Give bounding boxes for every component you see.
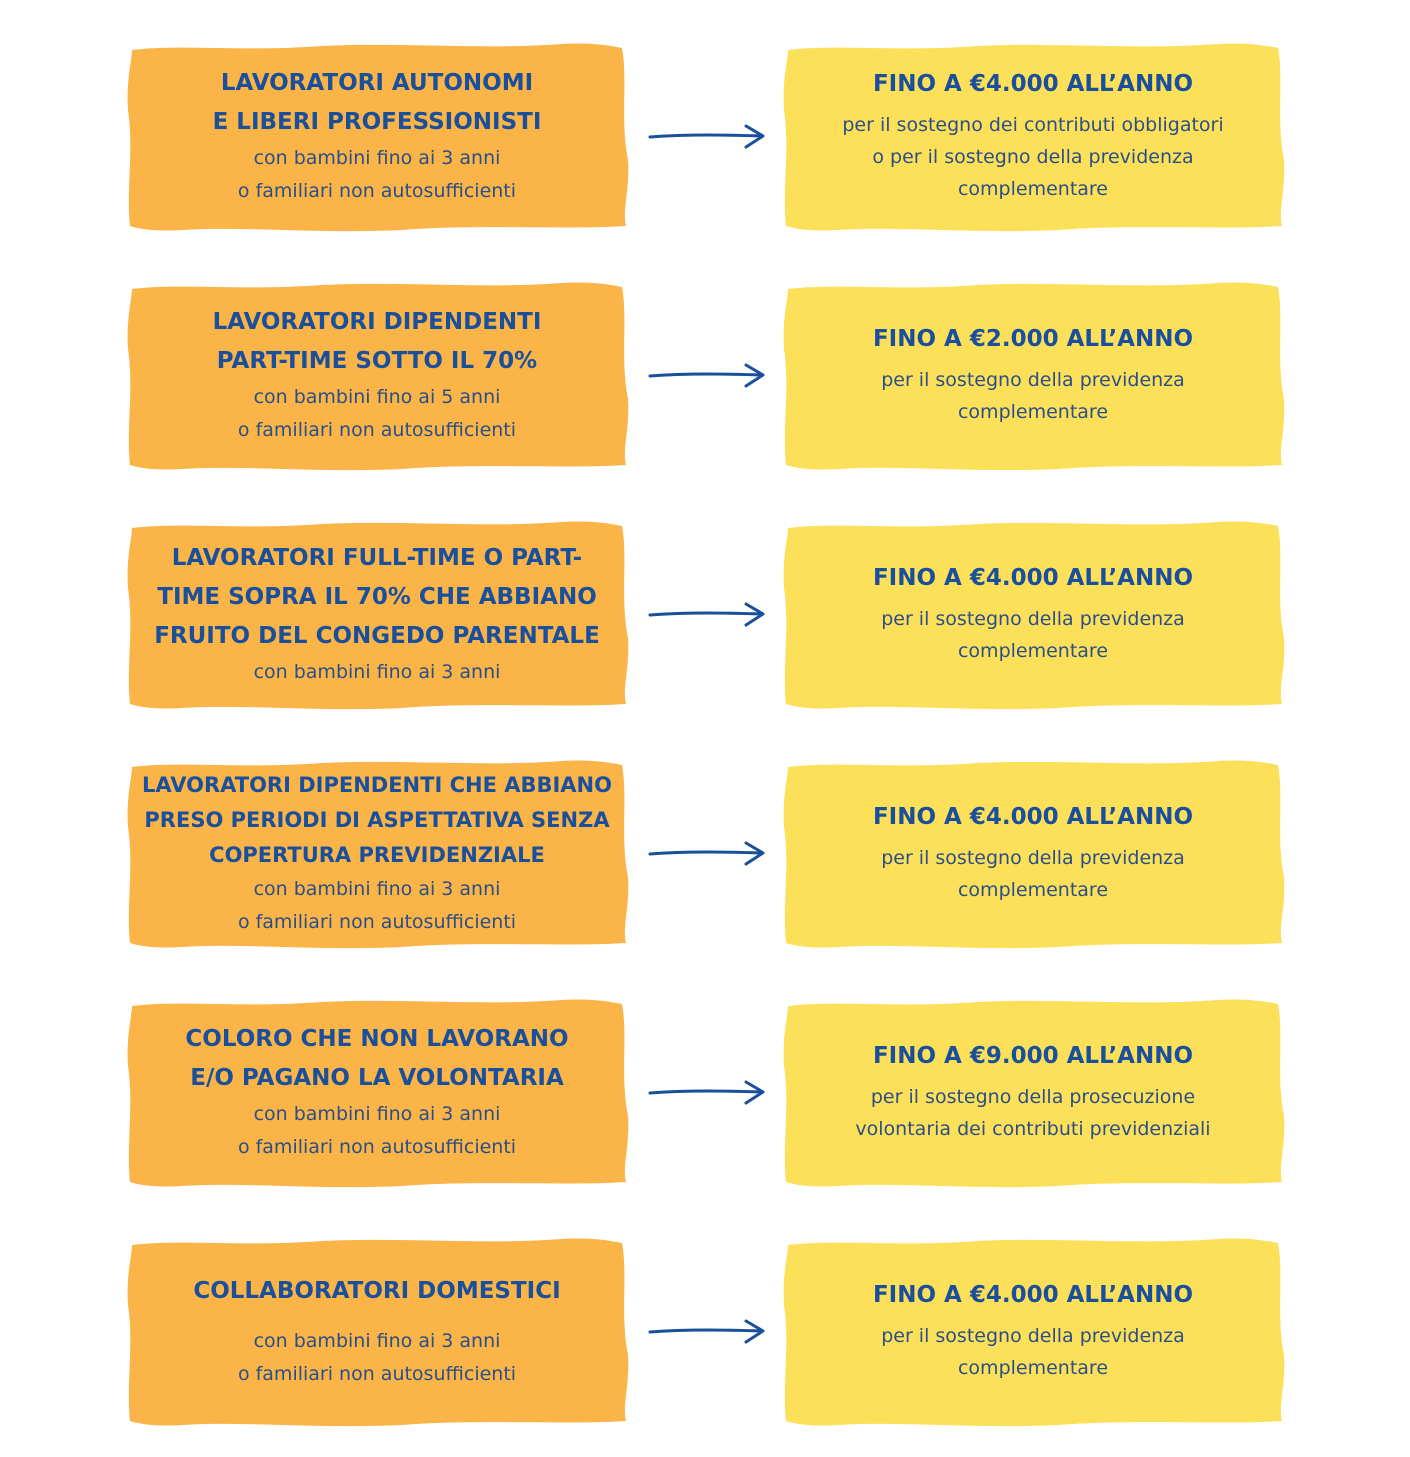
arrow-right-icon — [648, 1319, 765, 1344]
arrow-right-icon — [648, 841, 765, 866]
category-box: LAVORATORI DIPENDENTI CHE ABBIANO PRESO … — [122, 757, 632, 949]
category-box: LAVORATORI FULL-TIME O PART- TIME SOPRA … — [122, 518, 632, 710]
benefit-purpose: per il sostegno della previdenza complem… — [881, 847, 1185, 901]
arrow-right-icon — [648, 602, 765, 627]
benefit-amount: FINO A €2.000 ALL’ANNO — [872, 326, 1194, 352]
category-box: LAVORATORI AUTONOMI E LIBERI PROFESSIONI… — [122, 40, 632, 232]
category-condition: con bambini fino ai 3 anni o familiari n… — [237, 1103, 517, 1158]
row-6: COLLABORATORI DOMESTICI con bambini fino… — [0, 1235, 1410, 1427]
category-title: COLLABORATORI DOMESTICI — [193, 1277, 561, 1304]
category-title: LAVORATORI DIPENDENTI PART-TIME SOTTO IL… — [212, 309, 542, 374]
row-5: COLORO CHE NON LAVORANO E/O PAGANO LA VO… — [0, 996, 1410, 1188]
category-condition: con bambini fino ai 3 anni — [253, 661, 501, 683]
benefit-box: FINO A €4.000 ALL’ANNO per il sostegno d… — [778, 1235, 1288, 1427]
benefit-amount: FINO A €4.000 ALL’ANNO — [872, 804, 1194, 830]
arrow-right-icon — [648, 124, 765, 149]
category-title: LAVORATORI AUTONOMI E LIBERI PROFESSIONI… — [212, 70, 542, 135]
benefit-amount: FINO A €4.000 ALL’ANNO — [872, 1282, 1194, 1308]
benefit-box: FINO A €2.000 ALL’ANNO per il sostegno d… — [778, 279, 1288, 471]
benefit-purpose: per il sostegno della previdenza complem… — [881, 369, 1185, 423]
category-title: LAVORATORI FULL-TIME O PART- TIME SOPRA … — [154, 545, 600, 649]
category-title: COLORO CHE NON LAVORANO E/O PAGANO LA VO… — [185, 1026, 569, 1091]
benefit-box: FINO A €4.000 ALL’ANNO per il sostegno d… — [778, 518, 1288, 710]
benefit-purpose: per il sostegno della previdenza complem… — [881, 1325, 1185, 1379]
benefit-amount: FINO A €9.000 ALL’ANNO — [872, 1043, 1194, 1069]
category-condition: con bambini fino ai 3 anni o familiari n… — [237, 147, 517, 202]
category-box: COLLABORATORI DOMESTICI con bambini fino… — [122, 1235, 632, 1427]
benefit-box: FINO A €4.000 ALL’ANNO per il sostegno d… — [778, 757, 1288, 949]
arrow-right-icon — [648, 1080, 765, 1105]
row-1: LAVORATORI AUTONOMI E LIBERI PROFESSIONI… — [0, 40, 1410, 232]
benefit-box: FINO A €9.000 ALL’ANNO per il sostegno d… — [778, 996, 1288, 1188]
arrow-right-icon — [648, 363, 765, 388]
category-condition: con bambini fino ai 3 anni o familiari n… — [237, 1329, 517, 1385]
row-4: LAVORATORI DIPENDENTI CHE ABBIANO PRESO … — [0, 757, 1410, 949]
row-3: LAVORATORI FULL-TIME O PART- TIME SOPRA … — [0, 518, 1410, 710]
category-condition: con bambini fino ai 3 anni o familiari n… — [237, 877, 517, 933]
benefit-purpose: per il sostegno della prosecuzione volon… — [855, 1086, 1211, 1140]
category-box: LAVORATORI DIPENDENTI PART-TIME SOTTO IL… — [122, 279, 632, 471]
benefit-box: FINO A €4.000 ALL’ANNO per il sostegno d… — [778, 40, 1288, 232]
benefit-amount: FINO A €4.000 ALL’ANNO — [872, 71, 1194, 97]
category-title: LAVORATORI DIPENDENTI CHE ABBIANO PRESO … — [142, 772, 612, 867]
benefit-amount: FINO A €4.000 ALL’ANNO — [872, 565, 1194, 591]
category-condition: con bambini fino ai 5 anni o familiari n… — [237, 386, 517, 441]
benefit-purpose: per il sostegno della previdenza complem… — [881, 608, 1185, 662]
row-2: LAVORATORI DIPENDENTI PART-TIME SOTTO IL… — [0, 279, 1410, 471]
category-box: COLORO CHE NON LAVORANO E/O PAGANO LA VO… — [122, 996, 632, 1188]
benefit-purpose: per il sostegno dei contributi obbligato… — [842, 114, 1224, 200]
